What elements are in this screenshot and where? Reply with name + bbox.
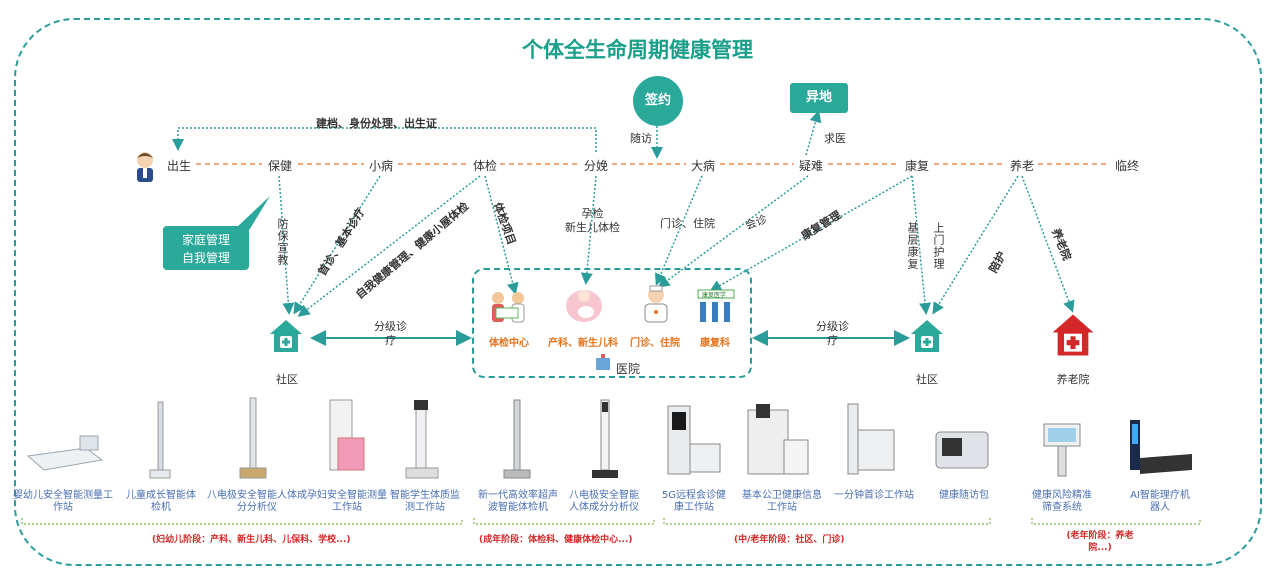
obstetrics-icon — [566, 290, 602, 322]
referral-left-label: 分级诊疗 — [374, 320, 407, 347]
device-label-10: 一分钟首诊工作站 — [834, 490, 914, 501]
stage-major-illness: 大病 — [690, 159, 716, 173]
other-place-box: 异地 — [790, 83, 848, 113]
remote-consult-device — [667, 405, 721, 475]
arrow-outpatient — [654, 175, 703, 286]
bracket-adult — [473, 518, 655, 525]
dept-outpatient: 门诊、住院 — [630, 338, 680, 349]
label-seek: 求医 — [824, 132, 846, 145]
diagram-title: 个体全生命周期健康管理 — [522, 38, 753, 62]
arrow-self-health — [297, 175, 481, 317]
device-label-2: 儿童成长智能体检机 — [126, 490, 196, 513]
arrow-basic-rehab — [911, 175, 932, 315]
signing-circle: 签约 — [633, 76, 683, 126]
infant-scale-device — [26, 435, 104, 471]
hospital-building-icon — [596, 354, 610, 370]
device-label-13: AI智能理疗机器人 — [1130, 490, 1190, 513]
bracket-infant — [21, 518, 463, 525]
body-composition-device-1 — [239, 397, 267, 479]
referral-right-label: 分级诊疗 — [816, 320, 849, 347]
phase-elderly: (老年阶段：养老院...) — [1066, 531, 1134, 553]
child-growth-device — [149, 401, 171, 479]
family-management-box: 家庭管理自我管理 — [163, 226, 249, 270]
stage-birth: 出生 — [166, 159, 192, 173]
device-label-6: 新一代高效率超声波智能体检机 — [478, 490, 558, 513]
label-basic-rehab: 基层康复 — [906, 222, 919, 270]
stage-difficult: 疑难 — [798, 159, 824, 173]
label-fangbao: 防保宣教 — [276, 218, 289, 266]
stage-minor-illness: 小病 — [368, 159, 394, 173]
community-right-icon — [911, 320, 943, 352]
dept-checkup-center: 体检中心 — [489, 338, 529, 349]
pregnant-station-device — [329, 399, 365, 471]
device-label-4: 孕妇安全智能测量工作站 — [307, 490, 387, 513]
stage-rehab: 康复 — [904, 159, 930, 173]
rehab-sign: 康复医学 — [702, 292, 727, 299]
device-label-8: 5G远程会诊健康工作站 — [661, 490, 727, 513]
risk-screening-device — [1043, 423, 1081, 477]
label-outpatient: 门诊、住院 — [660, 217, 715, 230]
dept-rehab: 康复科 — [700, 338, 730, 349]
phase-middle-aged: (中/老年阶段：社区、门诊) — [734, 535, 845, 545]
bracket-middle — [663, 518, 991, 525]
dept-obstetrics: 产科、新生儿科 — [548, 338, 618, 349]
public-health-device — [747, 404, 809, 475]
hospital-box — [472, 268, 752, 378]
followup-kit-device — [935, 431, 989, 469]
ultrasonic-checkup-device — [503, 399, 531, 479]
nursing-home-icon — [1052, 314, 1094, 356]
bubble-tail — [236, 196, 270, 232]
arrow-first-diag — [293, 175, 381, 315]
label-pregnancy: 孕检新生儿体检 — [565, 207, 620, 234]
phase-infant: (妇幼儿阶段：产科、新生儿科、儿保科、学校...) — [152, 535, 351, 545]
device-label-12: 健康风险精准筛查系统 — [1032, 490, 1092, 513]
bracket-elderly — [1031, 518, 1201, 525]
arrow-archive — [172, 127, 597, 152]
body-composition-device-2 — [592, 399, 618, 478]
first-diagnosis-device — [847, 403, 895, 475]
ai-therapy-robot-device — [1130, 420, 1192, 474]
nursing-home-label: 养老院 — [1056, 373, 1090, 386]
community-left-label: 社区 — [276, 373, 298, 386]
stage-care: 保健 — [267, 159, 293, 173]
student-physique-device — [405, 400, 439, 479]
stage-end-of-life: 临终 — [1114, 159, 1140, 173]
arrow-escort — [932, 175, 1019, 315]
stage-checkup: 体检 — [472, 159, 498, 173]
device-label-1: 婴幼儿安全智能测量工作站 — [13, 490, 113, 513]
stage-delivery: 分娩 — [583, 159, 609, 173]
device-label-5: 智能学生体质监测工作站 — [390, 490, 460, 513]
outpatient-doctor-icon — [644, 285, 668, 323]
phase-adult: (成年阶段：体检科、健康体检中心...) — [479, 535, 633, 545]
arrow-pregnancy — [580, 175, 597, 285]
arrow-fangbao — [278, 175, 295, 315]
rehab-dept-icon — [697, 289, 735, 322]
device-label-9: 基本公卫健康信息工作站 — [742, 490, 822, 513]
arrow-consult — [657, 175, 809, 288]
community-left-icon — [270, 320, 302, 352]
baby-avatar-icon — [137, 152, 153, 182]
arrow-seek — [805, 110, 822, 156]
device-label-7: 八电极安全智能人体成分分析仪 — [569, 490, 639, 513]
outer-frame — [14, 18, 1262, 566]
label-followup: 随访 — [630, 132, 652, 145]
community-right-label: 社区 — [916, 373, 938, 386]
device-label-11: 健康随访包 — [939, 490, 989, 501]
device-label-3: 八电极安全智能人体成分分析仪 — [207, 490, 307, 513]
hospital-label: 医院 — [616, 362, 641, 376]
label-home-care: 上门护理 — [932, 222, 945, 270]
stage-elderly-care: 养老 — [1009, 159, 1035, 173]
label-archive: 建档、身份处理、出生证 — [316, 117, 437, 130]
checkup-center-icon — [492, 292, 525, 323]
